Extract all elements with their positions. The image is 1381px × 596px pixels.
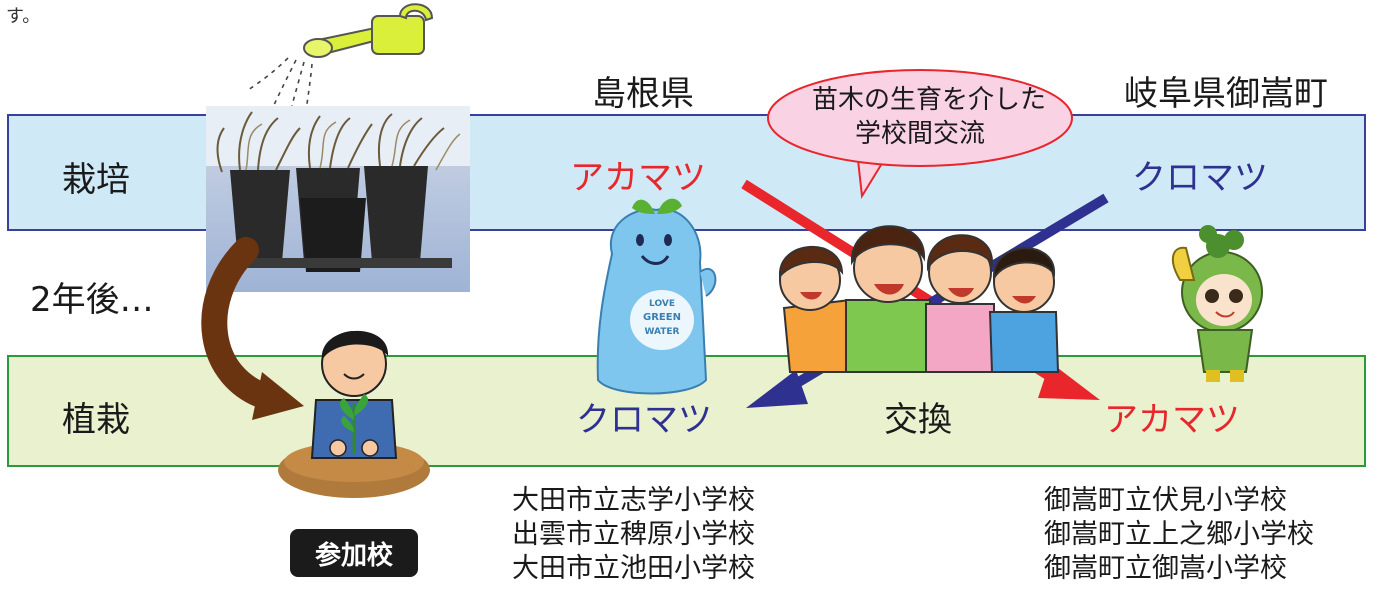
seedling-photo: [206, 106, 470, 292]
bubble-text-line2: 学校間交流: [854, 119, 985, 149]
badge-label: 参加校: [314, 540, 393, 571]
schools-mitake-list: 御嵩町立伏見小学校 御嵩町立上之郷小学校 御嵩町立御嵩小学校: [1044, 484, 1314, 586]
children-group: [778, 225, 1060, 373]
school-mitake-2: 御嵩町立上之郷小学校: [1044, 519, 1314, 550]
school-shimane-3: 大田市立池田小学校: [512, 553, 755, 584]
school-mitake-3: 御嵩町立御嵩小学校: [1044, 553, 1287, 584]
watering-can-icon: [247, 3, 434, 129]
school-mitake-1: 御嵩町立伏見小学校: [1044, 485, 1287, 516]
participating-schools-badge: 参加校: [290, 529, 418, 577]
species-top-left: アカマツ: [570, 158, 706, 198]
region-shimane: 島根県: [592, 74, 694, 114]
mascot-text-3: WATER: [644, 327, 679, 337]
two-years-later-label: 2年後…: [30, 280, 154, 320]
species-top-right: クロマツ: [1132, 158, 1268, 198]
top-note: す。: [6, 6, 41, 27]
brown-curved-arrow: [201, 237, 304, 420]
bubble-text-line1: 苗木の生育を介した: [812, 85, 1047, 115]
exchange-label: 交換: [884, 400, 952, 440]
mascot-text-1: LOVE: [649, 299, 675, 309]
school-shimane-1: 大田市立志学小学校: [512, 485, 755, 516]
school-shimane-2: 出雲市立稗原小学校: [512, 519, 755, 550]
mascot-text-2: GREEN: [643, 312, 681, 323]
child-planting: [278, 330, 430, 498]
speech-bubble: [767, 69, 1073, 200]
species-bottom-left: クロマツ: [576, 400, 712, 440]
water-mascot: LOVE GREEN WATER: [596, 198, 717, 395]
schools-shimane-list: 大田市立志学小学校 出雲市立稗原小学校 大田市立池田小学校: [512, 484, 755, 586]
region-gifu-mitake: 岐阜県御嵩町: [1124, 74, 1328, 114]
row-label-cultivation: 栽培: [62, 160, 130, 200]
leaf-mascot: [1171, 225, 1263, 382]
species-bottom-right: アカマツ: [1104, 400, 1240, 440]
row-label-planting: 植栽: [62, 400, 130, 440]
